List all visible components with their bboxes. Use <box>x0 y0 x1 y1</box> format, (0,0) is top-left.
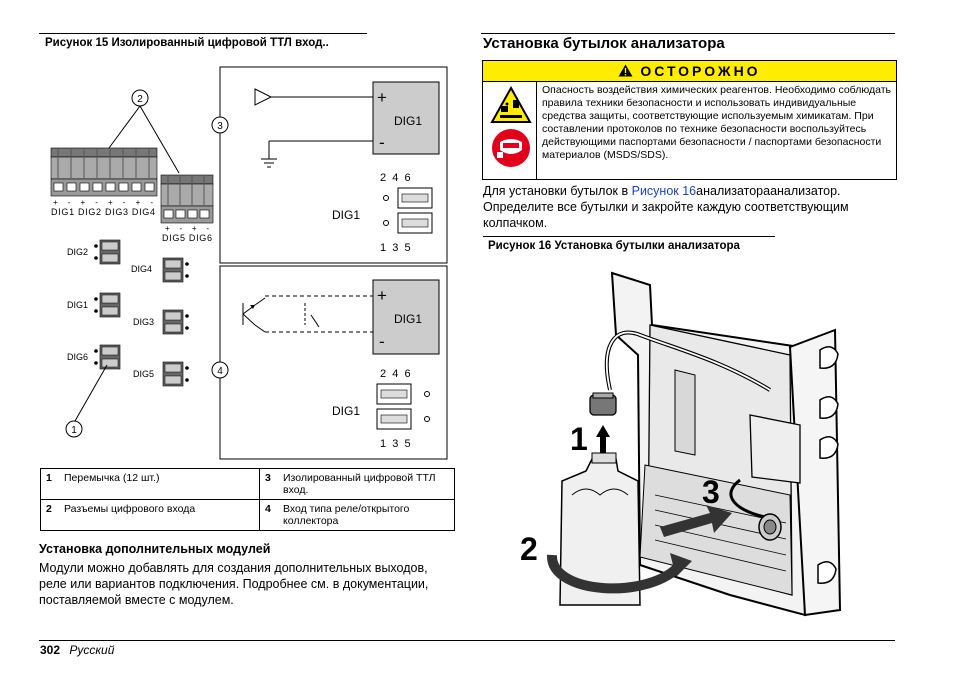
terminal-block-b <box>160 174 214 224</box>
svg-text:2 4 6: 2 4 6 <box>380 172 411 184</box>
figure-15-legend: 1 Перемычка (12 шт.) 3 Изолированный циф… <box>40 468 455 531</box>
svg-text:3: 3 <box>217 121 223 132</box>
page-title-bottles: Установка бутылок анализатора <box>483 35 725 52</box>
svg-text:2 4 6: 2 4 6 <box>380 368 411 380</box>
svg-text:2: 2 <box>520 531 538 567</box>
svg-text:+ - + - + - + -: + - + - + - + - <box>53 198 153 207</box>
svg-text:+: + <box>377 286 387 305</box>
ttl-input-box <box>219 66 448 264</box>
svg-text:DIG1: DIG1 <box>332 404 360 418</box>
top-rule-left <box>39 33 367 34</box>
intro-paragraph: Для установки бутылок в Рисунок 16анализ… <box>483 184 849 230</box>
svg-text:DIG4: DIG4 <box>131 264 152 274</box>
svg-text:DIG1: DIG1 <box>394 114 422 128</box>
svg-text:+: + <box>377 88 387 107</box>
svg-text:1 3 5: 1 3 5 <box>380 242 411 254</box>
svg-text:-: - <box>379 133 385 152</box>
warning-header: ОСТОРОЖНО <box>483 61 896 82</box>
svg-text:DIG3: DIG3 <box>133 317 154 327</box>
corrosive-hazard-icon <box>490 85 532 129</box>
page-number: 302 <box>40 643 61 657</box>
section-title-modules: Установка дополнительных модулей <box>39 542 271 556</box>
callout-3 <box>211 116 229 134</box>
svg-text:DIG1: DIG1 <box>332 208 360 222</box>
svg-text:+ - + -: + - + - <box>165 224 209 233</box>
top-rule-right <box>481 33 895 34</box>
svg-text:-: - <box>379 332 385 351</box>
svg-text:DIG5 DIG6: DIG5 DIG6 <box>162 233 212 243</box>
protective-equipment-icon <box>491 128 531 173</box>
footer-rule <box>39 640 895 641</box>
svg-text:DIG6: DIG6 <box>67 352 88 362</box>
figure-15-caption: Рисунок 15 Изолированный цифровой ТТЛ вх… <box>45 37 329 49</box>
svg-text:3: 3 <box>702 474 720 510</box>
footer-language: Русский <box>69 643 115 657</box>
bottle-installation-illustration: 1 2 3 <box>520 271 842 617</box>
svg-text:1 3 5: 1 3 5 <box>380 438 411 450</box>
callout-1 <box>65 420 83 438</box>
section-body-modules: Модули можно добавлять для создания допо… <box>39 561 429 607</box>
svg-text:4: 4 <box>217 366 223 377</box>
warning-heading: ОСТОРОЖНО <box>640 63 761 79</box>
svg-text:DIG2: DIG2 <box>67 247 88 257</box>
warning-text: Опасность воздействия химических реагент… <box>536 82 896 179</box>
warning-triangle-icon <box>618 62 633 82</box>
svg-text:1: 1 <box>71 425 77 436</box>
page-footer: 302 Русский <box>40 643 114 657</box>
figure-16-caption: Рисунок 16 Установка бутылки анализатора <box>488 240 740 252</box>
terminal-block-a <box>50 147 158 197</box>
svg-text:DIG1: DIG1 <box>394 312 422 326</box>
svg-text:DIG1 DIG2 DIG3 DIG4: DIG1 DIG2 DIG3 DIG4 <box>51 207 155 217</box>
callout-4 <box>211 361 229 379</box>
wiring-diagram: 2 + - + - + - + - DIG1 DIG2 DIG3 DIG4 <box>50 66 448 460</box>
warning-box: ОСТОРОЖНО Опасность воздействия химическ… <box>482 60 897 180</box>
svg-text:2: 2 <box>137 94 143 105</box>
svg-text:DIG5: DIG5 <box>133 369 154 379</box>
figure-16-link[interactable]: Рисунок 16 <box>631 184 697 198</box>
figure-16-rule <box>483 236 775 237</box>
svg-text:1: 1 <box>570 421 588 457</box>
svg-text:DIG1: DIG1 <box>67 300 88 310</box>
